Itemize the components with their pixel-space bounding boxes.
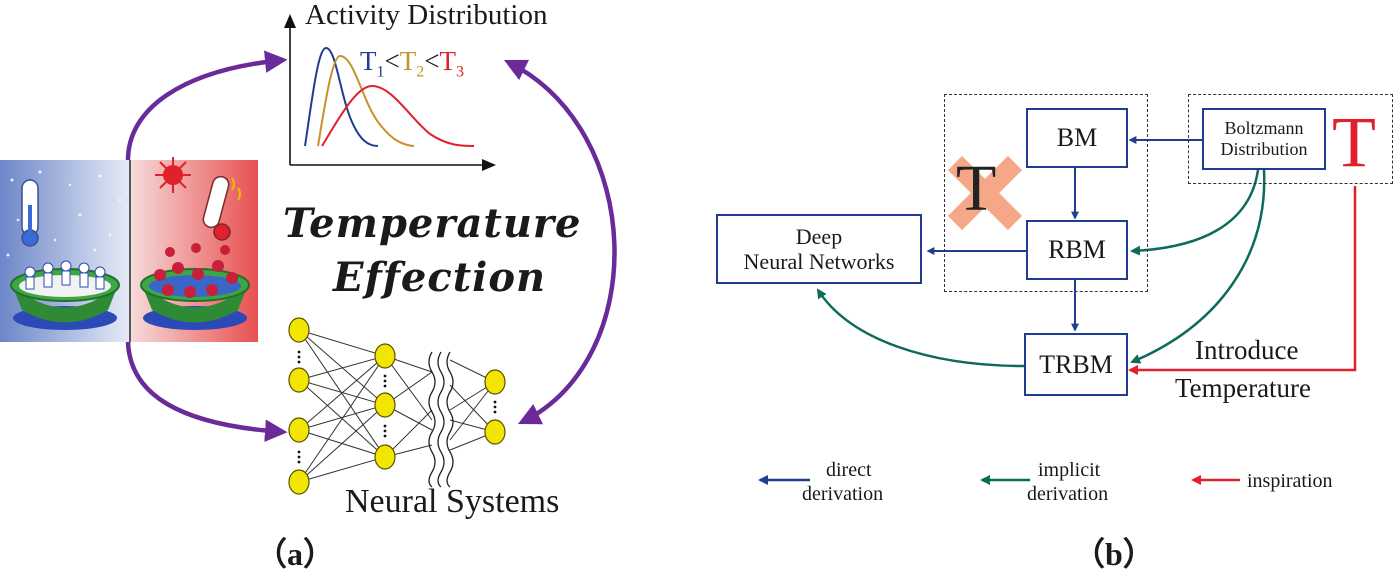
legend-direct-line2: derivation — [802, 483, 884, 505]
legend-inspiration: inspiration — [1247, 470, 1333, 492]
headline-line1: Temperature — [283, 200, 582, 247]
arrow-to-activity — [125, 50, 288, 161]
temperature-ordering-label: T1<T2<T3 — [360, 48, 464, 80]
arrow-boltzmann-to-trbm — [1130, 169, 1266, 364]
boltzmann-line1: Boltzmann — [1224, 118, 1304, 139]
arrow-to-neural — [125, 341, 288, 442]
trbm-box: TRBM — [1024, 333, 1128, 396]
boltzmann-group — [1188, 94, 1393, 184]
t2-subscript: 2 — [416, 63, 425, 81]
arrow-trbm-to-dnn — [816, 288, 1025, 368]
rbm-box: RBM — [1026, 220, 1128, 280]
activity-distribution-title: Activity Distribution — [305, 0, 548, 31]
introduce-line2: Temperature — [1175, 373, 1312, 403]
arrow-boltzmann-to-rbm — [1130, 169, 1260, 256]
legend-implicit-line2: derivation — [1027, 483, 1109, 505]
crossed-t-symbol: T — [956, 152, 997, 225]
t3-label: T — [439, 46, 456, 76]
dnn-box: Deep Neural Networks — [716, 214, 922, 284]
hot-bath-illustration — [131, 157, 258, 342]
introduce-line1: Introduce — [1195, 335, 1299, 365]
neural-network-illustration — [288, 317, 506, 495]
cross-mark-icon — [947, 155, 1023, 231]
less-than-1: < — [384, 46, 400, 76]
t3-subscript: 3 — [455, 63, 464, 81]
t2-label: T — [399, 46, 417, 76]
curve-t2 — [317, 54, 415, 147]
activity-distribution-plot — [284, 14, 496, 171]
neural-systems-label: Neural Systems — [345, 483, 560, 520]
headline-line2: Effection — [333, 254, 547, 301]
caption-b: （b） — [1073, 536, 1155, 572]
less-than-2: < — [424, 46, 440, 76]
boltzmann-distribution-box: Boltzmann Distribution — [1202, 108, 1326, 170]
t1-subscript: 1 — [376, 63, 385, 81]
bm-box: BM — [1026, 108, 1128, 168]
t1-label: T — [360, 46, 377, 76]
dnn-line2: Neural Networks — [743, 249, 895, 274]
caption-a: （a） — [255, 536, 336, 572]
dnn-line1: Deep — [795, 223, 843, 249]
legend-direct-line1: direct — [826, 459, 872, 481]
cold-bath-illustration — [0, 160, 130, 342]
arrow-t-to-trbm — [1128, 186, 1357, 375]
legend-implicit-line1: implicit — [1038, 459, 1101, 481]
temperature-t-symbol: T — [1332, 102, 1376, 182]
boltzmann-line2: Distribution — [1220, 139, 1308, 159]
curve-t3 — [321, 84, 475, 147]
bm-rbm-group — [944, 94, 1148, 292]
arrow-activity-neural — [503, 59, 617, 425]
